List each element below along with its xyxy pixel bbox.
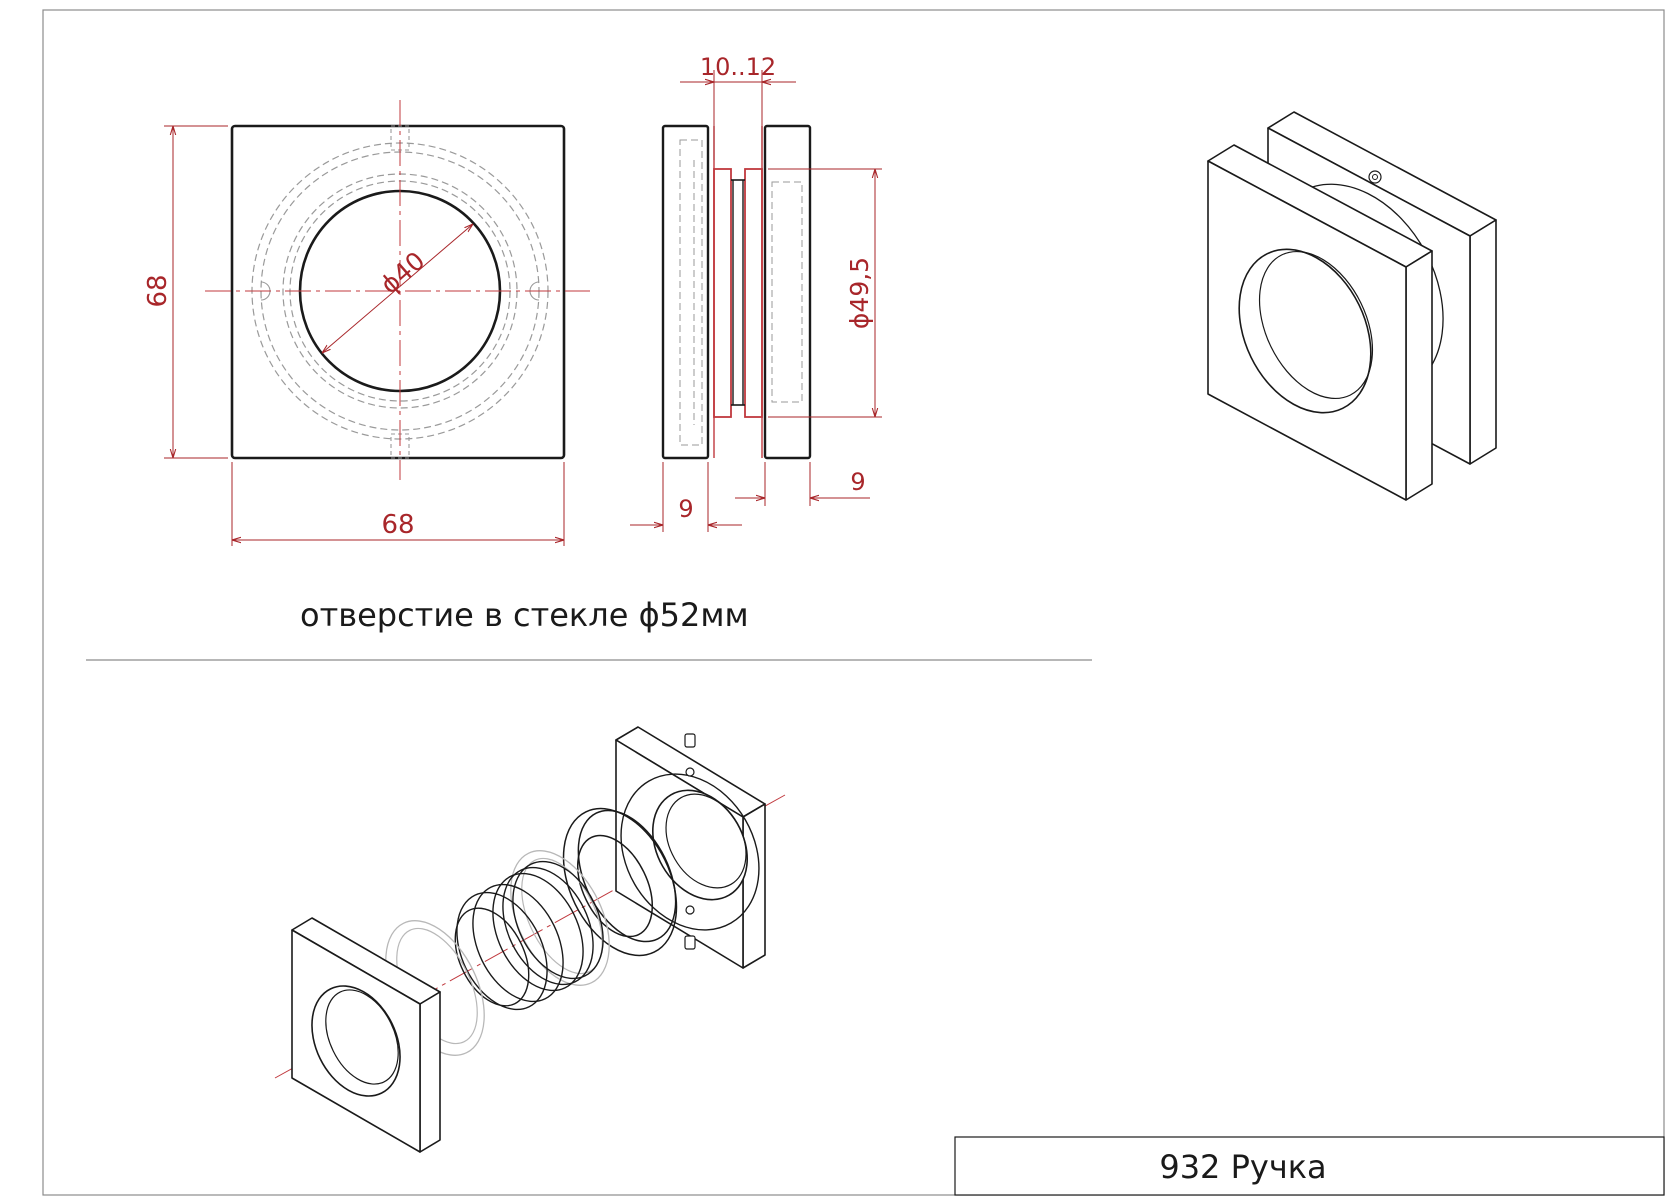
title-block-title: 932 Ручка — [1159, 1148, 1326, 1186]
iso-screw — [1368, 170, 1382, 184]
exploded-right-plate — [615, 726, 766, 969]
hole-diameter-line — [322, 224, 473, 353]
glass-left — [713, 168, 732, 418]
side-hidden-right — [771, 181, 803, 403]
front-view: ϕ40 68 68 — [143, 100, 590, 546]
iso-screw-inner — [1372, 174, 1378, 180]
height-dim-label: 68 — [143, 274, 173, 307]
exploded-screws — [684, 733, 696, 950]
dia-dim-label: ϕ49,5 — [845, 257, 874, 329]
side-view: 10..12 ϕ49,5 9 9 — [630, 53, 882, 532]
gap-dim-label: 10..12 — [700, 53, 776, 81]
exploded-view — [274, 726, 786, 1153]
lthick-dim-label: 9 — [678, 495, 693, 523]
glass-right — [744, 168, 763, 418]
exploded-seal-1-inner — [521, 857, 603, 975]
width-dim-label: 68 — [381, 510, 414, 540]
iso-front-hole-inner — [1258, 250, 1374, 400]
exploded-left-plate — [291, 917, 441, 1153]
iso-front-hole — [1238, 248, 1372, 414]
rthick-dim-label: 9 — [850, 468, 865, 496]
sheet-frame — [42, 9, 1665, 1196]
iso-front-plate-side — [1405, 250, 1433, 501]
title-block: 932 Ручка — [954, 1136, 1665, 1196]
side-plate-right — [763, 124, 812, 460]
exploded-threaded-tube — [454, 860, 604, 1011]
side-hidden-left — [679, 139, 703, 446]
side-plate-left — [661, 124, 710, 460]
iso-assembled-view — [1207, 111, 1497, 501]
iso-back-plate-side — [1469, 219, 1497, 465]
glass-hole-note: отверстие в стекле ϕ52мм — [300, 596, 749, 634]
title-block-frame — [954, 1136, 1665, 1196]
